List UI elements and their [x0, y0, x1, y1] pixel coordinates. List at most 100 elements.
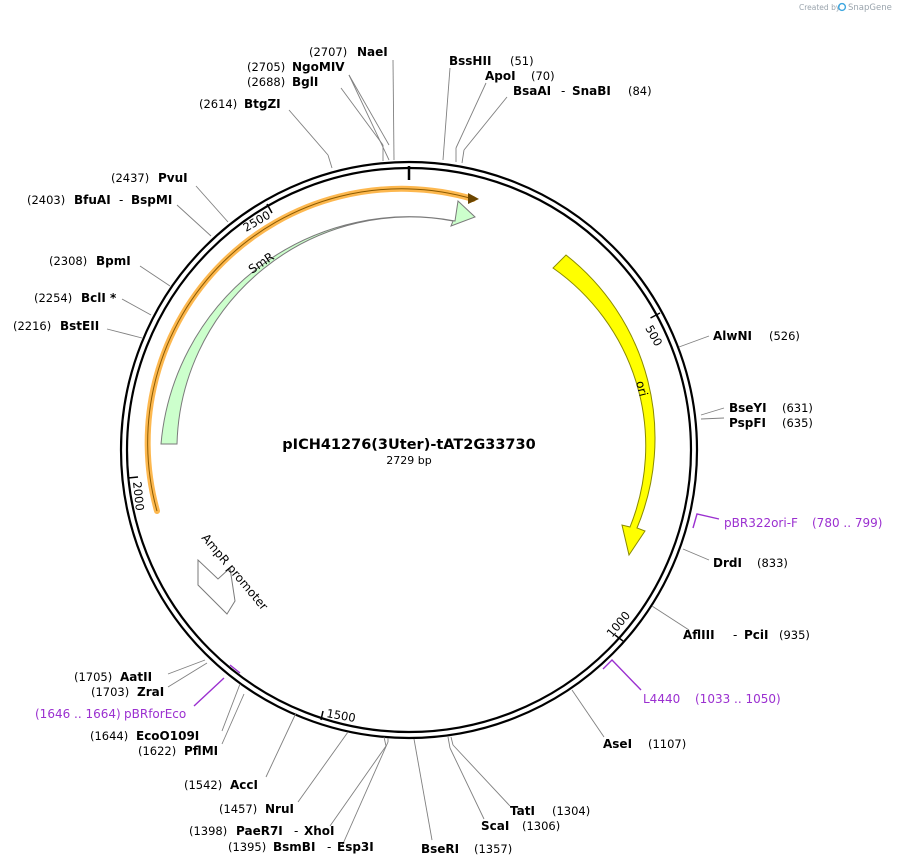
enzyme-name[interactable]: BfuAI: [74, 193, 111, 207]
enzyme-position: (1107): [648, 737, 686, 751]
backbone-outer-strand: [119, 160, 699, 740]
tick-mark-1500: [320, 710, 324, 721]
primer-marker-l4440[interactable]: [602, 659, 642, 691]
enzyme-name[interactable]: XhoI: [304, 824, 335, 838]
selected-region-arrow: [468, 193, 479, 204]
enzyme-name[interactable]: BglI: [292, 75, 318, 89]
enzyme-position: (635): [782, 416, 813, 430]
enzyme-name[interactable]: ScaI: [481, 819, 509, 833]
enzyme-separator: -: [119, 193, 123, 207]
enzyme-name[interactable]: BseRI: [421, 842, 459, 856]
enzyme-name[interactable]: AflIII: [683, 628, 715, 642]
enzyme-name[interactable]: NruI: [265, 802, 294, 816]
enzyme-separator: -: [733, 628, 737, 642]
enzyme-separator: -: [294, 824, 298, 838]
primer-name: L4440: [643, 692, 680, 706]
enzyme-name[interactable]: BssHII: [449, 54, 491, 68]
enzyme-name[interactable]: BstEII: [60, 319, 99, 333]
enzyme-position: (1457): [219, 802, 257, 816]
enzyme-name[interactable]: BpmI: [96, 254, 131, 268]
enzyme-position: (2437): [111, 171, 149, 185]
enzyme-position: (1395): [228, 840, 266, 854]
enzyme-position: (526): [769, 329, 800, 343]
tick-mark-2500: [266, 203, 273, 214]
snapgene-logo-icon: [837, 2, 847, 12]
enzyme-name[interactable]: PspFI: [729, 416, 766, 430]
enzyme-position: (2403): [27, 193, 65, 207]
enzyme-position: (2688): [247, 75, 285, 89]
enzyme-name[interactable]: AseI: [603, 737, 632, 751]
smr-feature-arrow[interactable]: [160, 199, 476, 445]
tick-mark-500: [650, 312, 661, 319]
primer-range: (780 .. 799): [812, 516, 882, 530]
enzyme-position: (935): [779, 628, 810, 642]
enzyme-position: (51): [510, 54, 534, 68]
enzyme-name[interactable]: Esp3I: [337, 840, 374, 854]
enzyme-name[interactable]: BtgZI: [244, 97, 281, 111]
enzyme-name[interactable]: NgoMIV: [292, 60, 345, 74]
enzyme-position: (2216): [13, 319, 51, 333]
enzyme-separator: -: [327, 840, 331, 854]
enzyme-name[interactable]: AccI: [230, 778, 258, 792]
enzyme-name[interactable]: ApoI: [485, 69, 516, 83]
enzyme-name[interactable]: PvuI: [158, 171, 188, 185]
tick-label-1500: 1500: [325, 706, 356, 725]
enzyme-name[interactable]: BsmBI: [273, 840, 315, 854]
primer-range: (1033 .. 1050): [695, 692, 781, 706]
ori-feature-label: ori: [633, 379, 650, 398]
primer-marker-pbr322ori-f[interactable]: [692, 513, 720, 529]
enzyme-name[interactable]: EcoO109I: [136, 729, 199, 743]
enzyme-name[interactable]: BspMI: [131, 193, 172, 207]
credit-prefix: Created by: [799, 3, 841, 12]
enzyme-position: (70): [531, 69, 555, 83]
primers-group: pBR322ori-F (780 .. 799) L4440 (1033 .. …: [35, 513, 882, 721]
leader-lines: [106, 59, 725, 847]
tick-label-2000: 2000: [130, 481, 147, 512]
enzyme-position: (1644): [90, 729, 128, 743]
primer-marker-pbrforeco[interactable]: [193, 664, 241, 707]
enzyme-name[interactable]: BclI *: [81, 291, 117, 305]
enzyme-position: (833): [757, 556, 788, 570]
smr-feature-label: SmR: [246, 249, 277, 276]
enzyme-position: (2707): [309, 45, 347, 59]
enzyme-name[interactable]: PaeR7I: [236, 824, 283, 838]
enzyme-position: (1304): [552, 804, 590, 818]
enzyme-name[interactable]: SnaBI: [572, 84, 611, 98]
ampr-promoter-arrow[interactable]: [197, 558, 236, 615]
enzyme-name[interactable]: PflMI: [184, 744, 218, 758]
enzyme-separator: -: [561, 84, 565, 98]
enzyme-name[interactable]: AlwNI: [713, 329, 752, 343]
enzyme-position: (2308): [49, 254, 87, 268]
ori-feature-arrow[interactable]: [552, 254, 656, 557]
enzyme-position: (84): [628, 84, 652, 98]
enzyme-name[interactable]: DrdI: [713, 556, 742, 570]
primer-name: pBRforEco: [124, 707, 186, 721]
credit-brand: SnapGene: [848, 3, 892, 13]
primer-range: (1646 .. 1664): [35, 707, 121, 721]
enzyme-name[interactable]: AatII: [120, 670, 152, 684]
plasmid-length: 2729 bp: [386, 454, 431, 467]
enzyme-position: (2614): [199, 97, 237, 111]
enzyme-name[interactable]: NaeI: [357, 45, 388, 59]
enzyme-name[interactable]: BseYI: [729, 401, 767, 415]
enzyme-position: (1622): [138, 744, 176, 758]
plasmid-name: pICH41276(3Uter)-tAT2G33730: [282, 437, 535, 453]
tick-mark-2000: [127, 476, 139, 479]
enzyme-position: (2705): [247, 60, 285, 74]
primer-name: pBR322ori-F: [724, 516, 798, 530]
enzyme-position: (631): [782, 401, 813, 415]
enzyme-position: (1306): [522, 819, 560, 833]
enzyme-name[interactable]: ZraI: [137, 685, 164, 699]
enzyme-name[interactable]: PciI: [744, 628, 769, 642]
enzyme-position: (1705): [74, 670, 112, 684]
enzyme-position: (1398): [189, 824, 227, 838]
enzyme-position: (1357): [474, 842, 512, 856]
enzyme-position: (1542): [184, 778, 222, 792]
enzyme-name[interactable]: TatI: [510, 804, 535, 818]
tick-mark-1000: [614, 634, 624, 642]
features-group: SmR ori AmpR promoter: [144, 185, 656, 615]
selected-region-line: [147, 188, 474, 512]
enzyme-position: (2254): [34, 291, 72, 305]
enzyme-name[interactable]: BsaAI: [513, 84, 551, 98]
